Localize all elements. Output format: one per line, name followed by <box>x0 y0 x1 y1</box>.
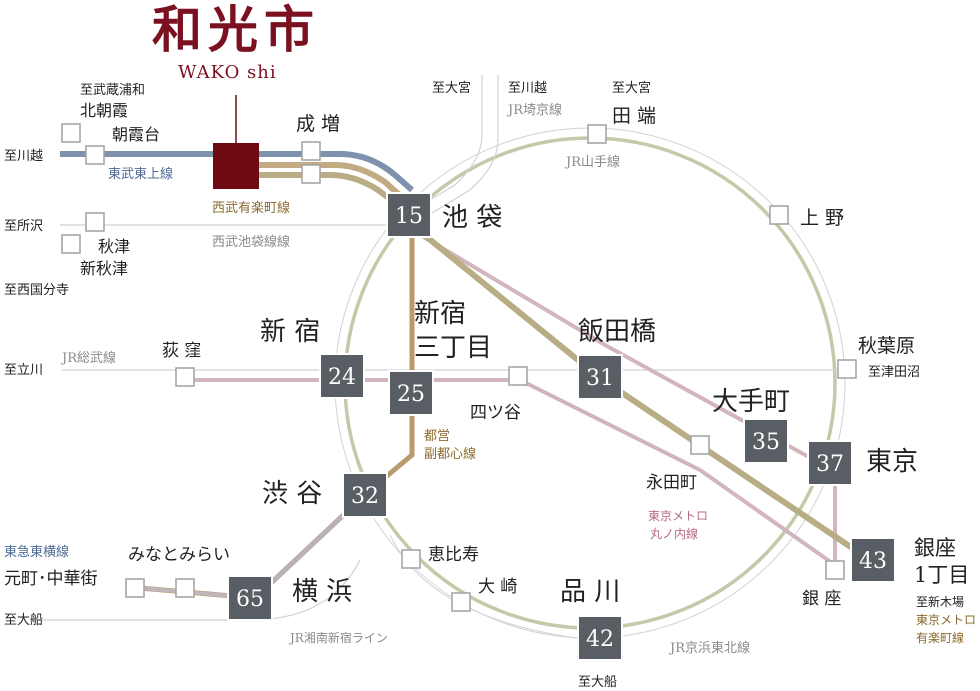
kita-asaka-node <box>61 123 81 143</box>
label-iidabashi: 飯田橋 <box>578 317 656 347</box>
shinagawa-time: 42 <box>586 627 614 652</box>
station-box-iidabashi: 31 <box>577 354 623 400</box>
map-title: 和光市 <box>152 0 320 59</box>
label-to-omiya-2: 至大宮 <box>612 80 651 96</box>
station-box-yokohama: 65 <box>227 575 273 621</box>
fukutoshin-line <box>139 225 415 601</box>
wako-station-box <box>213 143 259 189</box>
label-nagatacho: 永田町 <box>646 473 697 493</box>
tabata-node <box>587 124 607 144</box>
map-subtitle: WAKO shi <box>178 62 277 83</box>
label-to-omiya-1: 至大宮 <box>432 80 471 96</box>
label-shinagawa: 品 川 <box>560 577 620 607</box>
label-kita-asaka: 北朝霞 <box>80 101 128 120</box>
label-to-nishikokubunji: 至西国分寺 <box>4 283 69 298</box>
label-toei-fukutoshin-2: 副都心線 <box>424 446 476 462</box>
label-to-kawagoe-left: 至川越 <box>4 149 43 164</box>
label-metro-yurakucho-2: 有楽町線 <box>916 630 964 645</box>
label-marunouchi-1: 東京メトロ <box>648 509 708 523</box>
label-seibu-yurakucho-line: 西武有楽町線 <box>212 200 290 216</box>
shin-akitsu-node <box>61 234 81 254</box>
label-to-kawagoe-top: 至川越 <box>508 81 547 96</box>
nagatacho-node <box>690 435 710 455</box>
asakadai-node <box>85 145 105 165</box>
shibuya-time: 32 <box>351 484 379 509</box>
yotsuya-node <box>508 366 528 386</box>
label-marunouchi-2: 丸ノ内線 <box>650 526 698 541</box>
label-tokyo: 東京 <box>866 447 918 477</box>
minatomirai-node <box>175 578 195 598</box>
ueno-node <box>769 205 789 225</box>
label-to-ofuna-left: 至大船 <box>4 613 43 628</box>
station-box-shinjuku: 24 <box>319 353 365 399</box>
label-jr-yamanote-line: JR山手線 <box>564 154 620 170</box>
station-box-tokyo: 37 <box>807 440 853 486</box>
shinjuku-sanchome-time: 25 <box>397 382 425 407</box>
tobu-tojo-line <box>60 151 414 193</box>
label-to-tokorozawa: 至所沢 <box>4 219 43 234</box>
ginza-itchome-time: 43 <box>859 549 887 574</box>
label-osaki: 大 崎 <box>478 577 517 597</box>
label-to-shinkiba: 至新木場 <box>916 594 964 609</box>
label-shinjuku-sanchome-2: 三丁目 <box>414 333 492 363</box>
label-ueno: 上 野 <box>800 207 844 229</box>
station-box-shibuya: 32 <box>342 472 388 518</box>
ogikubo-node <box>175 367 195 387</box>
label-to-tsudanuma: 至津田沼 <box>868 365 920 380</box>
label-metro-yurakucho-1: 東京メトロ <box>916 613 976 627</box>
label-asakadai: 朝霞台 <box>112 125 160 144</box>
shinjuku-time: 24 <box>328 365 356 390</box>
label-ginza: 銀 座 <box>802 589 841 609</box>
label-akitsu: 秋津 <box>98 237 130 256</box>
label-otemachi: 大手町 <box>712 387 790 417</box>
label-yotsuya: 四ツ谷 <box>470 403 521 423</box>
label-tobu-tojo-line: 東武東上線 <box>108 166 173 182</box>
narimasu-node-2 <box>301 164 321 184</box>
ikebukuro-time: 15 <box>395 204 423 229</box>
label-ebisu: 恵比寿 <box>428 545 479 565</box>
akihabara-node <box>837 359 857 379</box>
label-to-musashi-urawa: 至武蔵浦和 <box>80 83 145 98</box>
station-box-ikebukuro: 15 <box>386 192 432 238</box>
ginza-node <box>825 560 845 580</box>
station-box-shinjuku-sanchome: 25 <box>388 370 434 416</box>
yokohama-time: 65 <box>236 587 264 612</box>
label-to-tachikawa: 至立川 <box>4 363 43 378</box>
station-box-shinagawa: 42 <box>577 615 623 661</box>
osaki-node <box>451 592 471 612</box>
label-ginza-itchome-2: 1丁目 <box>914 563 969 587</box>
akitsu-node <box>85 212 105 232</box>
iidabashi-time: 31 <box>586 366 614 391</box>
tokyo-time: 37 <box>816 452 844 477</box>
label-ogikubo: 荻 窪 <box>162 341 201 361</box>
label-tabata: 田 端 <box>612 105 656 127</box>
label-ikebukuro: 池 袋 <box>442 203 502 233</box>
label-shibuya: 渋 谷 <box>262 479 322 509</box>
ebisu-node <box>401 549 421 569</box>
label-jr-keihin-tohoku-line: JR京浜東北線 <box>668 640 750 656</box>
motomachi-node <box>125 578 145 598</box>
label-tokyu-toyoko-line: 東急東横線 <box>4 544 69 560</box>
label-toei-fukutoshin-1: 都営 <box>424 429 450 444</box>
label-motomachi-chukagai: 元町･中華街 <box>4 569 98 589</box>
label-shinjuku: 新 宿 <box>260 317 320 347</box>
station-box-otemachi: 35 <box>743 418 789 464</box>
otemachi-time: 35 <box>752 430 780 455</box>
label-akihabara: 秋葉原 <box>858 335 915 357</box>
label-jr-shonan-shinjuku-line: JR湘南新宿ライン <box>288 630 388 645</box>
label-narimasu: 成 増 <box>296 113 340 135</box>
label-jr-sobu-line: JR総武線 <box>60 350 116 366</box>
label-shin-akitsu: 新秋津 <box>80 259 128 278</box>
label-yokohama: 横 浜 <box>292 577 352 607</box>
narimasu-node-1 <box>301 141 321 161</box>
label-seibu-ikebukuro-line: 西武池袋線線 <box>212 234 290 250</box>
station-box-ginza-itchome: 43 <box>850 537 896 583</box>
label-minatomirai: みなとみらい <box>128 545 230 565</box>
label-to-ofuna-bottom: 至大船 <box>578 675 617 690</box>
label-ginza-itchome-1: 銀座 <box>914 536 956 560</box>
label-jr-saikyo-line: JR埼京線 <box>506 102 562 118</box>
label-shinjuku-sanchome-1: 新宿 <box>414 299 466 329</box>
